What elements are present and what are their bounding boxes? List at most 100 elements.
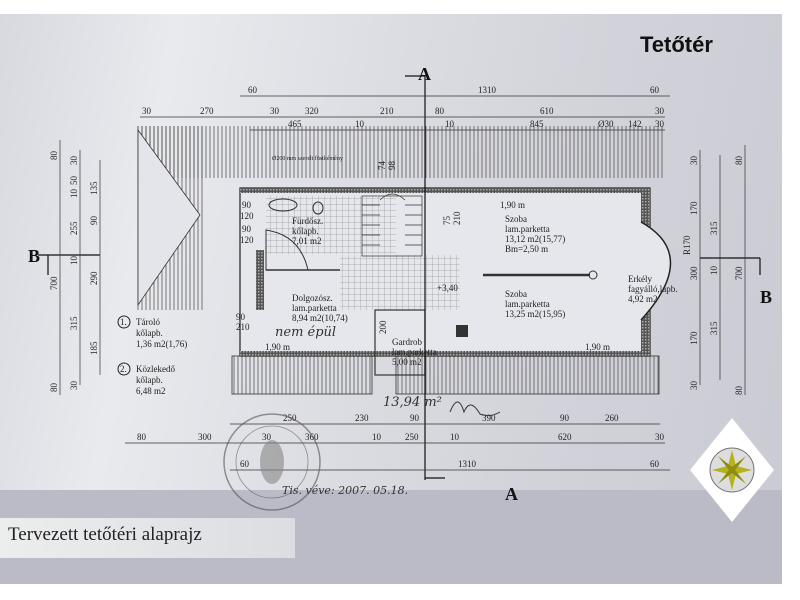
- room-name: Dolgozósz.: [292, 293, 333, 303]
- legend-number-circle: [117, 315, 131, 329]
- dimension-label: 845: [530, 119, 544, 129]
- room-name: Fürdősz.: [292, 216, 323, 226]
- dimension-label: 60: [248, 85, 258, 95]
- dimension-label: 10: [445, 119, 455, 129]
- sink: [268, 198, 298, 212]
- dimension-label: 255: [69, 221, 79, 235]
- dimension-label: 465: [288, 119, 302, 129]
- column: [588, 270, 598, 280]
- dimension-label: 10: [372, 432, 382, 442]
- dimension-label: 80: [734, 386, 744, 396]
- dimension-label: 120: [240, 235, 254, 245]
- dimension-label: 30: [655, 119, 665, 129]
- dimension-label: 170: [689, 331, 699, 345]
- dimension-label: 60: [240, 459, 250, 469]
- dimension-label: 90: [410, 413, 420, 423]
- dimension-label: 90: [242, 200, 252, 210]
- section-a-bottom: A: [505, 484, 518, 504]
- dimension-label: 30: [270, 106, 280, 116]
- dimension-label: 90: [242, 224, 252, 234]
- dimension-label: Ø30: [598, 119, 614, 129]
- wall-top: [240, 188, 650, 193]
- dimension-label: 200: [378, 320, 388, 334]
- wall-left: [256, 250, 264, 310]
- dimension-label: 80: [49, 383, 59, 393]
- dimension-label: 315: [69, 316, 79, 330]
- room-area: 5,00 m2: [392, 357, 422, 367]
- dimension-label: 700: [734, 266, 744, 280]
- chimney-note: Ø200 mm szerelt füstkémény: [272, 155, 343, 162]
- dimension-label: 320: [305, 106, 319, 116]
- dimension-label: 1310: [478, 85, 497, 95]
- dimension-label: 90: [236, 312, 246, 322]
- dimension-label: 10: [355, 119, 365, 129]
- dimension-label: 260: [605, 413, 619, 423]
- dimension-label: 80: [734, 156, 744, 166]
- page-title: Tetőtér: [640, 32, 713, 57]
- room-name: Szoba: [505, 214, 527, 224]
- dimension-label: 210: [380, 106, 394, 116]
- chimney: [456, 325, 468, 337]
- dimension-label: 10: [709, 266, 719, 276]
- room-area: 8,94 m2(10,74): [292, 313, 348, 323]
- dimension-label: 1,90 m: [500, 200, 525, 210]
- room-floor: kőlapb.: [292, 226, 319, 236]
- section-b-left: B: [28, 246, 40, 266]
- dimension-label: 210: [236, 322, 250, 332]
- dimension-label: 135: [89, 181, 99, 195]
- dimension-label: 170: [689, 201, 699, 215]
- dimension-label: 1310: [458, 459, 477, 469]
- dimension-label: 74: [377, 161, 387, 171]
- dimension-label: 210: [452, 211, 462, 225]
- dimension-label: 120: [240, 211, 254, 221]
- dimension-label: 30: [655, 106, 665, 116]
- corridor-tiles: [340, 255, 460, 310]
- caption-strip: [0, 518, 295, 558]
- dimension-label: 300: [198, 432, 212, 442]
- dimension-label: 290: [89, 271, 99, 285]
- room-name: Szoba: [505, 289, 527, 299]
- room-floor: lam.parketta: [505, 299, 550, 309]
- dimension-label: 315: [709, 321, 719, 335]
- roof-bottom-right-hatch: [395, 355, 660, 395]
- room-area: 13,25 m2(15,95): [505, 309, 565, 319]
- legend-area: 6,48 m2: [136, 386, 166, 396]
- dimension-label: 610: [540, 106, 554, 116]
- dimension-label: 98: [387, 161, 397, 171]
- room-name: Gardrob: [392, 337, 422, 347]
- room-floor: lam.parketta: [292, 303, 337, 313]
- room-floor: lam.parketta: [392, 347, 437, 357]
- dimension-label: 10: [69, 189, 79, 199]
- dimension-label: 10: [450, 432, 460, 442]
- room-area: 13,12 m2(15,77): [505, 234, 565, 244]
- legend-area: 1,36 m2(1,76): [136, 339, 187, 349]
- legend-floor: kőlapb.: [136, 375, 163, 385]
- dimension-label: 80: [49, 151, 59, 161]
- room-name: Erkély: [628, 274, 652, 284]
- room-area: 4,92 m2: [628, 294, 658, 304]
- dimension-label: 315: [709, 221, 719, 235]
- balcony-bay: [640, 221, 672, 321]
- bathtub: [265, 229, 309, 271]
- section-b-right: B: [760, 287, 772, 307]
- dimension-label: 50: [69, 176, 79, 186]
- dimension-label: 142: [628, 119, 642, 129]
- roof-bottom-left-hatch: [231, 355, 373, 395]
- handwritten-received-date: Tis. véve: 2007. 05.18.: [282, 484, 408, 497]
- handwritten-area-note: 13,94 m²: [383, 395, 442, 410]
- dimension-label: 250: [405, 432, 419, 442]
- dimension-label: 185: [89, 341, 99, 355]
- legend-name: Tároló: [136, 317, 160, 327]
- dimension-label: 30: [689, 156, 699, 166]
- dimension-label: 300: [689, 266, 699, 280]
- dimension-label: 620: [558, 432, 572, 442]
- dimension-label: 390: [482, 413, 496, 423]
- room-area: 7,01 m2: [292, 236, 322, 246]
- elevation-label: +3,40: [437, 283, 458, 293]
- staircase: [361, 193, 423, 257]
- section-lines: [38, 75, 761, 480]
- room-floor: lam.parketta: [505, 224, 550, 234]
- dimension-label: 700: [49, 276, 59, 290]
- dimension-label: 30: [69, 381, 79, 391]
- legend-number-circle: [117, 362, 131, 376]
